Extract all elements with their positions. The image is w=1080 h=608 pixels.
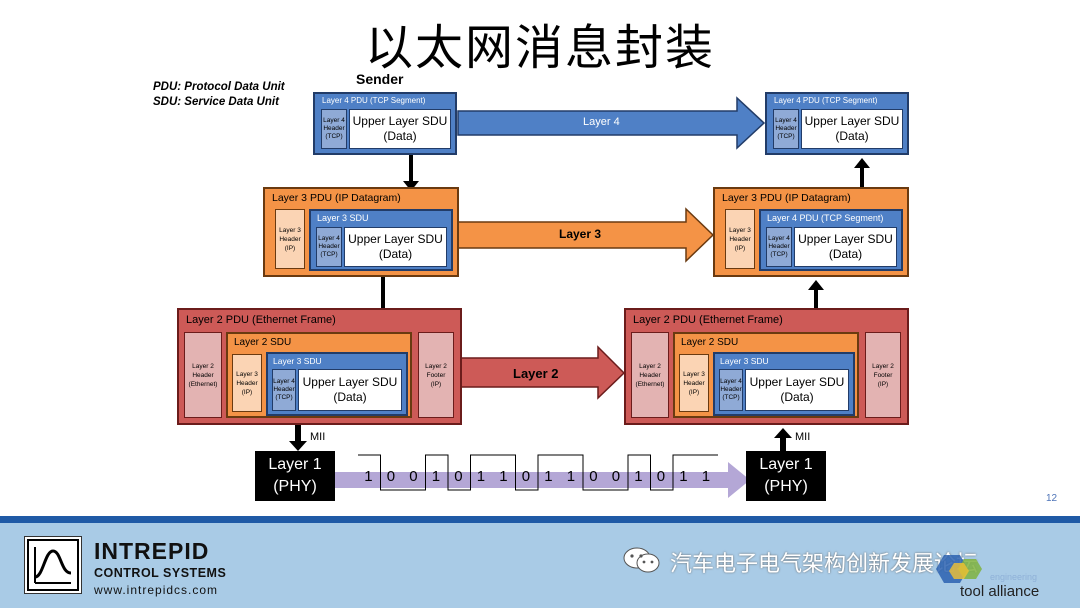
receiver-layer3-inner-header: Layer 4 Header (TCP) (766, 227, 792, 267)
bit-label: 0 (454, 468, 463, 485)
bitstream-arrow (330, 462, 750, 498)
receiver-layer2-header: Layer 2 Header (Ethernet) (631, 332, 669, 418)
receiver-layer2-l3-sdu-label: Layer 3 SDU (720, 356, 769, 366)
bit-label: 0 (409, 468, 418, 485)
layer2-arrow (460, 345, 626, 400)
sender-label: Sender (356, 71, 404, 87)
bit-label: 0 (521, 468, 531, 485)
sender-layer4-pdu: Layer 4 PDU (TCP Segment) Layer 4 Header… (313, 92, 457, 155)
sender-layer3-pdu: Layer 3 PDU (IP Datagram) Layer 3 Header… (263, 187, 459, 277)
bit-label: 1 (679, 468, 688, 485)
sender-layer2-pdu-label: Layer 2 PDU (Ethernet Frame) (186, 314, 336, 326)
wechat-account-name: 汽车电子电气架构创新发展论坛 (670, 552, 979, 577)
legend: PDU: Protocol Data Unit SDU: Service Dat… (153, 80, 285, 110)
receiver-layer3-data: Upper Layer SDU (Data) (794, 227, 897, 267)
sender-layer2-l4-header: Layer 4 Header (TCP) (272, 369, 296, 411)
sender-mii-label: MII (310, 431, 326, 443)
sender-layer2-header: Layer 2 Header (Ethernet) (184, 332, 222, 418)
receiver-layer4-data: Upper Layer SDU (Data) (801, 109, 903, 149)
sender-layer2-data: Upper Layer SDU (Data) (298, 369, 402, 411)
tool-alliance-logo-icon (934, 553, 990, 589)
arrows-layer (289, 96, 870, 452)
sender-layer2-footer: Layer 2 Footer (IP) (418, 332, 454, 418)
layer3-arrow-label: Layer 3 (559, 227, 602, 241)
receiver-layer3-sdu: Layer 4 PDU (TCP Segment) Layer 4 Header… (759, 209, 903, 271)
sender-layer3-pdu-label: Layer 3 PDU (IP Datagram) (272, 192, 401, 204)
partner-small-text: engineering (990, 572, 1038, 582)
receiver-layer2-pdu-label: Layer 2 PDU (Ethernet Frame) (633, 314, 783, 326)
bit-label: 0 (656, 468, 666, 485)
bit-label: 0 (386, 468, 396, 485)
footer-divider (0, 516, 1080, 523)
sender-layer3-data: Upper Layer SDU (Data) (344, 227, 447, 267)
bit-label: 1 (364, 468, 373, 485)
receiver-layer2-l3-sdu: Layer 3 SDU Layer 4 Header (TCP) Upper L… (713, 352, 855, 416)
wechat-icon (622, 545, 662, 579)
receiver-layer2-pdu: Layer 2 PDU (Ethernet Frame) Layer 2 Hea… (624, 308, 909, 425)
sender-layer2-pdu: Layer 2 PDU (Ethernet Frame) Layer 2 Hea… (177, 308, 462, 425)
receiver-layer2-l4-header: Layer 4 Header (TCP) (719, 369, 743, 411)
sender-layer4-data: Upper Layer SDU (Data) (349, 109, 451, 149)
receiver-mii-label: MII (795, 431, 811, 443)
brand-name: INTREPID (94, 538, 210, 564)
bit-label: 1 (499, 468, 508, 485)
receiver-layer2-sdu: Layer 2 SDU Layer 3 Header (IP) Layer 3 … (673, 332, 859, 418)
receiver-layer2-footer: Layer 2 Footer (IP) (865, 332, 901, 418)
receiver-layer4-header: Layer 4 Header (TCP) (773, 109, 799, 149)
sender-layer2-l3-sdu: Layer 3 SDU Layer 4 Header (TCP) Upper L… (266, 352, 408, 416)
bitstream (330, 454, 750, 498)
receiver-layer3-sdu-label: Layer 4 PDU (TCP Segment) (767, 213, 884, 223)
receiver-layer3-pdu: Layer 3 PDU (IP Datagram) Layer 3 Header… (713, 187, 909, 277)
receiver-phy: Layer 1 (PHY) (746, 451, 826, 501)
intrepid-logo-icon (24, 536, 82, 594)
sender-layer3-inner-header: Layer 4 Header (TCP) (316, 227, 342, 267)
sender-phy: Layer 1 (PHY) (255, 451, 335, 501)
sender-layer3-header: Layer 3 Header (IP) (275, 209, 305, 269)
sender-layer2-l3-sdu-label: Layer 3 SDU (273, 356, 322, 366)
bit-label: 1 (476, 468, 486, 485)
sender-layer2-sdu-label: Layer 2 SDU (234, 337, 292, 348)
brand-url: www.intrepidcs.com (94, 583, 219, 597)
sender-layer2-sdu: Layer 2 SDU Layer 3 Header (IP) Layer 3 … (226, 332, 412, 418)
page-number: 12 (1046, 493, 1058, 504)
sender-layer4-header: Layer 4 Header (TCP) (321, 109, 347, 149)
legend-pdu: PDU: Protocol Data Unit (153, 81, 285, 93)
sender-layer3-sdu-label: Layer 3 SDU (317, 213, 369, 223)
brand-subtitle: CONTROL SYSTEMS (94, 566, 227, 580)
receiver-layer2-data: Upper Layer SDU (Data) (745, 369, 849, 411)
bit-label: 1 (634, 468, 643, 485)
layer4-arrow-label: Layer 4 (583, 116, 620, 128)
footer-bar (0, 523, 1080, 608)
receiver-layer4-pdu: Layer 4 PDU (TCP Segment) Layer 4 Header… (765, 92, 909, 155)
sender-layer2-l3-header: Layer 3 Header (IP) (232, 354, 262, 412)
sender-layer4-pdu-label: Layer 4 PDU (TCP Segment) (322, 96, 426, 105)
receiver-layer3-pdu-label: Layer 3 PDU (IP Datagram) (722, 192, 851, 204)
partner-name: tool alliance (960, 583, 1040, 600)
bitstream-wave (358, 454, 718, 491)
layer4-arrow (457, 96, 766, 150)
bit-label: 1 (566, 468, 576, 485)
layer2-arrow-label: Layer 2 (513, 366, 559, 381)
bit-label: 1 (701, 468, 711, 485)
bit-label: 1 (544, 468, 553, 485)
bit-label: 0 (589, 468, 598, 485)
bit-label: 1 (431, 468, 441, 485)
bit-label: 0 (611, 468, 621, 485)
receiver-layer3-header: Layer 3 Header (IP) (725, 209, 755, 269)
page-title: 以太网消息封装 (364, 20, 715, 76)
receiver-layer4-pdu-label: Layer 4 PDU (TCP Segment) (774, 96, 878, 105)
layer3-arrow (457, 207, 715, 263)
legend-sdu: SDU: Service Data Unit (153, 96, 279, 108)
receiver-layer2-l3-header: Layer 3 Header (IP) (679, 354, 709, 412)
sender-layer3-sdu: Layer 3 SDU Layer 4 Header (TCP) Upper L… (309, 209, 453, 271)
receiver-layer2-sdu-label: Layer 2 SDU (681, 337, 739, 348)
